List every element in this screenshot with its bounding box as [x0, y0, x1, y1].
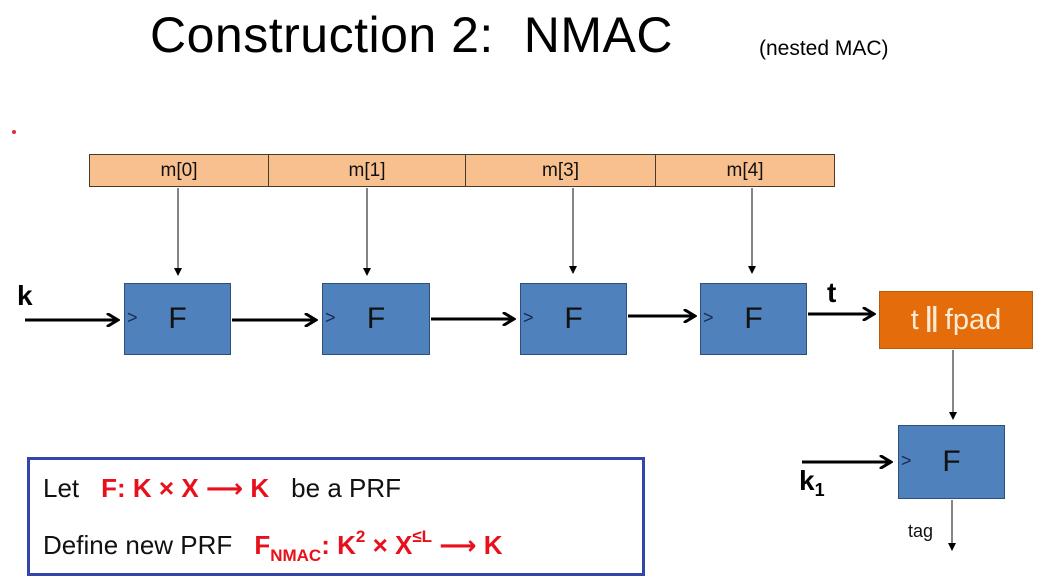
tag-label: tag	[908, 521, 934, 541]
formula-part-a: : K	[321, 530, 356, 560]
message-block: m[4]	[726, 159, 764, 181]
prf-label: F	[942, 445, 961, 478]
definition-line-1: Let F: K × X ⟶ K be a PRF	[43, 473, 401, 504]
pad-fpad: fpad	[944, 303, 1002, 336]
outer-key-base: k	[799, 465, 815, 496]
line1-formula: F: K × X ⟶ K	[101, 473, 270, 503]
outer-key-subscript: 1	[814, 480, 825, 500]
concat-symbol: ll	[924, 299, 939, 340]
clock-input-icon: >	[127, 307, 138, 328]
message-block: m[1]	[269, 155, 466, 186]
formula-sup-a: 2	[355, 527, 366, 546]
line2-formula: FNMAC: K2 × X≤L ⟶ K	[254, 527, 503, 565]
nmac-subscript: NMAC	[270, 546, 322, 565]
prf-box-outer: > F	[898, 425, 1005, 499]
formula-part-b: × X	[365, 530, 413, 560]
slide-subtitle: (nested MAC)	[759, 37, 889, 60]
formula-part-c: ⟶ K	[432, 530, 503, 560]
message-block: m[3]	[466, 155, 656, 186]
prf-label: F	[366, 302, 386, 335]
outer-key-label: k1	[799, 465, 825, 501]
title-text: Construction 2:	[150, 7, 494, 63]
clock-input-icon: >	[703, 307, 714, 328]
title-name: NMAC	[523, 7, 673, 63]
line1-suffix: be a PRF	[291, 473, 401, 503]
laser-pointer-dot	[12, 130, 16, 134]
message-blocks-bar: m[0] m[1] m[3] m[4]	[89, 154, 835, 187]
prf-box-1: > F	[124, 283, 231, 355]
prf-label: F	[168, 302, 187, 335]
output-t-label: t	[827, 277, 837, 308]
prf-box-2: > F	[322, 283, 430, 355]
message-block: m[0]	[90, 155, 269, 186]
line2-prefix: Define new PRF	[43, 530, 233, 560]
pad-box: t ll fpad	[879, 291, 1033, 349]
key-label: k	[17, 280, 33, 311]
clock-input-icon: >	[523, 307, 534, 328]
prf-box-3: > F	[520, 283, 627, 355]
line1-prefix: Let	[43, 473, 80, 503]
definition-line-2: Define new PRF FNMAC: K2 × X≤L ⟶ K	[43, 527, 503, 566]
prf-label: F	[564, 302, 583, 335]
pad-t: t	[910, 303, 919, 336]
clock-input-icon: >	[325, 307, 336, 328]
prf-box-4: > F	[700, 283, 807, 355]
formula-sup-b: ≤L	[412, 527, 433, 546]
slide-title: Construction 2: NMAC	[150, 6, 673, 64]
clock-input-icon: >	[901, 450, 912, 471]
prf-label: F	[744, 302, 763, 335]
nmac-func: F	[254, 530, 271, 560]
